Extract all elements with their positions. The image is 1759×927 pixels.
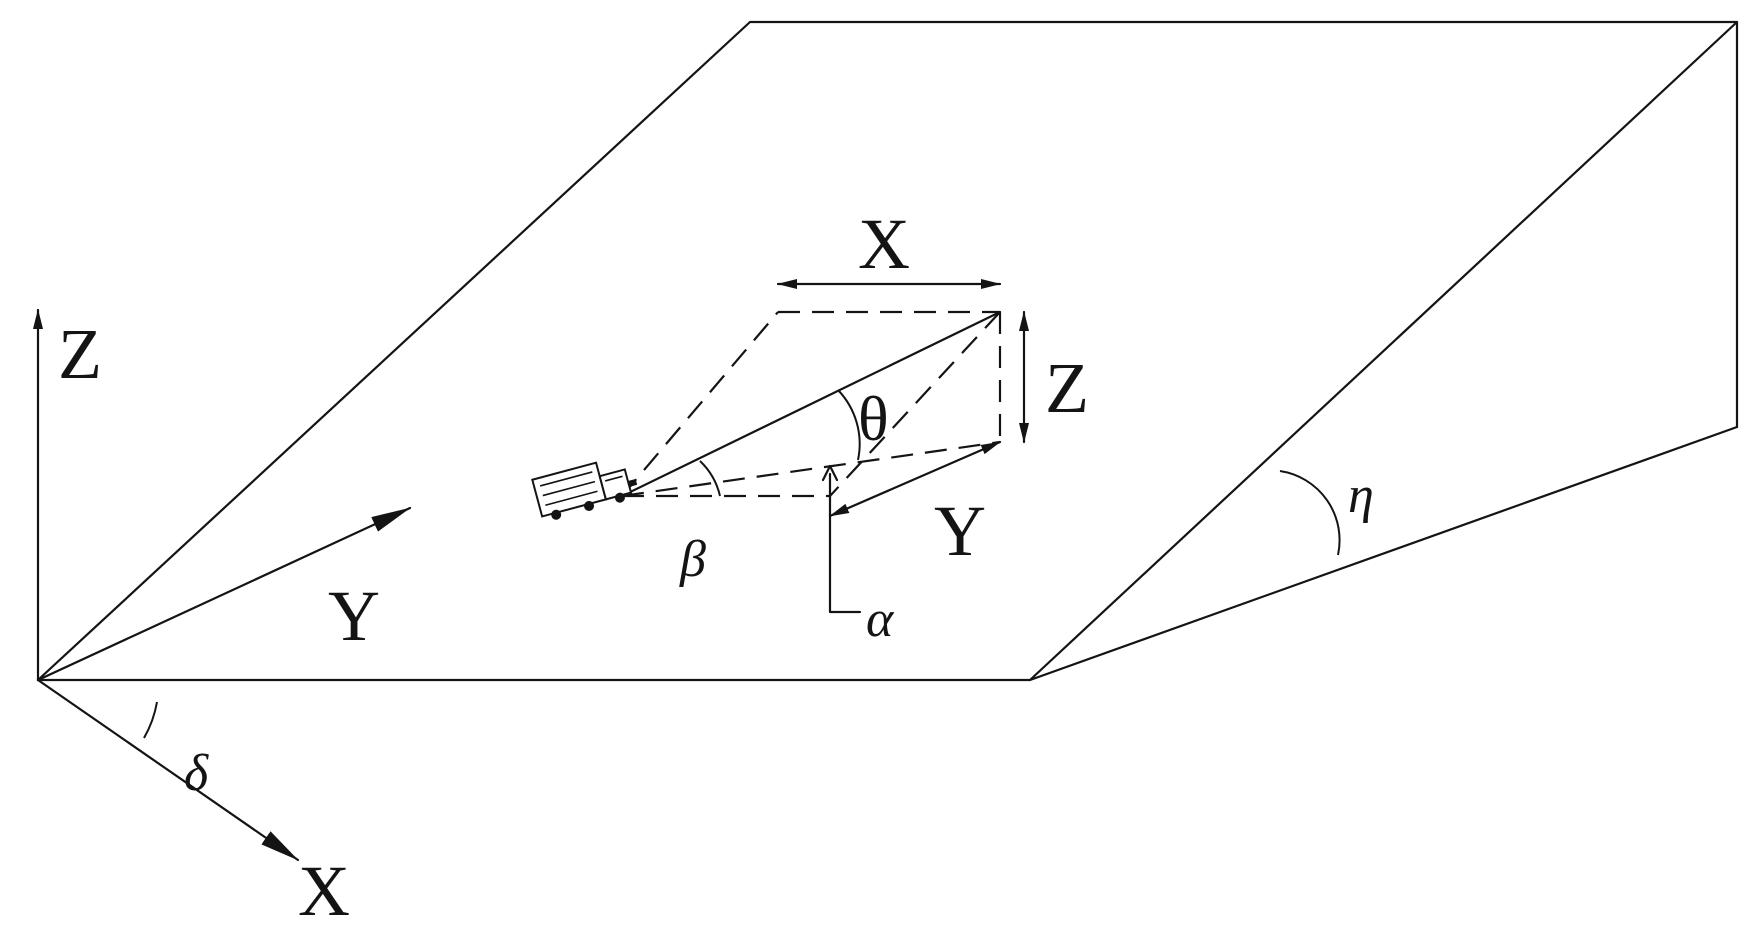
truck-wheel — [584, 500, 595, 511]
local-y-label: Y — [934, 491, 986, 571]
truck-cargo-box — [531, 461, 608, 518]
dashed-front-edge — [621, 311, 779, 497]
truck-cab — [598, 468, 633, 501]
global-x-label: X — [298, 851, 350, 927]
local-y-dimension-arrow — [828, 440, 1002, 518]
global-z-label: Z — [58, 314, 102, 394]
local-z-label: Z — [1045, 348, 1089, 428]
slope-base-edge — [1028, 425, 1739, 682]
global-axes: Z Y X — [33, 308, 412, 927]
delta-label: δ — [184, 745, 209, 802]
alpha-leader-arrowhead — [821, 464, 839, 482]
global-y-label: Y — [328, 576, 380, 656]
displacement-vector — [620, 310, 1002, 498]
dashed-diagonal — [829, 311, 1001, 497]
local-displacement-construction: X Z Y — [620, 204, 1089, 614]
beta-label: β — [679, 531, 706, 588]
slope-geometry — [36, 20, 1739, 682]
alpha-leader — [828, 472, 862, 614]
global-x-axis — [36, 678, 300, 862]
beta-arc — [699, 460, 721, 497]
truck-icon — [531, 461, 638, 520]
theta-arc — [837, 389, 861, 461]
alpha-label: α — [866, 591, 895, 648]
eta-arc — [1279, 470, 1341, 556]
truck-wheel — [551, 509, 562, 520]
delta-arc — [143, 701, 158, 739]
truck-wheel — [614, 492, 625, 503]
eta-label: η — [1348, 467, 1374, 524]
global-y-axis — [36, 506, 412, 682]
theta-label: θ — [858, 383, 889, 454]
inclined-plane — [36, 20, 1739, 682]
angle-annotations: θ β α η δ — [143, 383, 1374, 802]
local-x-label: X — [858, 204, 910, 284]
